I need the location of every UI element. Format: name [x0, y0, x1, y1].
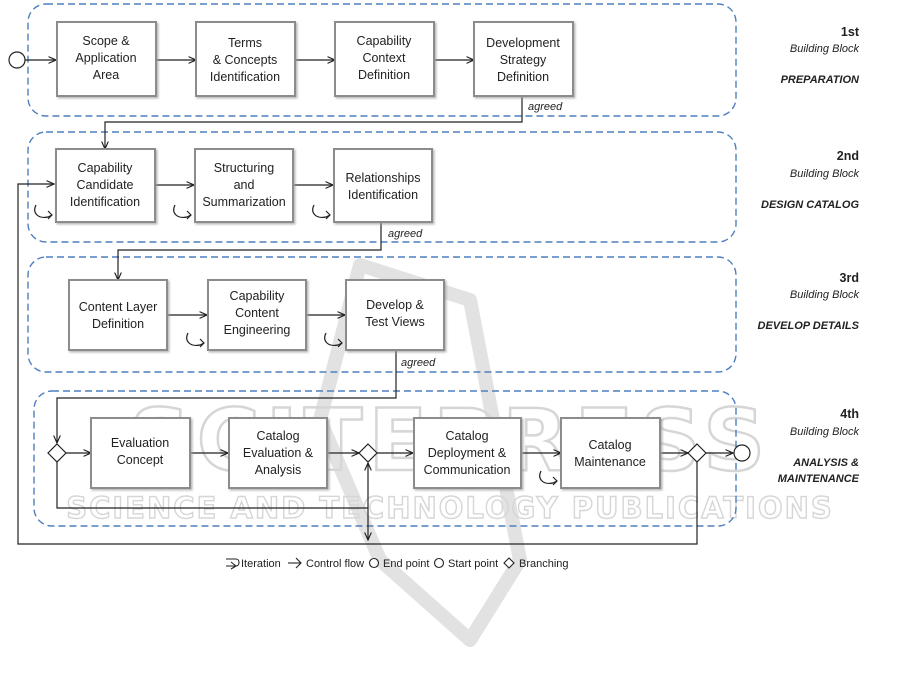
structuring-line-3: Summarization: [202, 195, 285, 209]
deployment-line-1: Catalog: [445, 429, 488, 443]
svg-text:Building Block: Building Block: [790, 426, 860, 438]
legend-branching-icon: [503, 557, 515, 569]
content-layer-line-2: Definition: [92, 317, 144, 331]
block-label-4: 4th Building Block ANALYSIS & MAINTENANC…: [778, 407, 860, 485]
terms-line-3: Identification: [210, 70, 280, 84]
box-test-views: [345, 279, 445, 351]
iteration-icon: [539, 470, 558, 486]
candidate-line-3: Identification: [70, 195, 140, 209]
connectors: [17, 60, 733, 545]
block-label-1: 1st Building Block PREPARATION: [781, 25, 860, 86]
branching-diamond-icon: [687, 443, 707, 463]
candidate-line-2: Candidate: [77, 178, 134, 192]
context-line-2: Context: [362, 51, 406, 65]
branching-diamond-icon: [47, 443, 67, 463]
eval-concept-line-1: Evaluation: [111, 436, 169, 450]
svg-text:ANALYSIS &: ANALYSIS &: [792, 457, 859, 469]
svg-text:4th: 4th: [840, 407, 859, 421]
test-views-line-2: Test Views: [365, 315, 425, 329]
box-terms: [195, 21, 296, 97]
box-content-layer: [68, 279, 168, 351]
svg-text:Building Block: Building Block: [790, 43, 860, 55]
iteration-icon: [324, 332, 343, 348]
eval-analysis-line-1: Catalog: [256, 429, 299, 443]
box-eval-analysis: [228, 417, 328, 489]
iteration-icon: [186, 332, 205, 348]
strategy-line-3: Definition: [497, 70, 549, 84]
scope-line-2: Application: [75, 51, 136, 65]
legend-start-point-label: Start point: [448, 558, 498, 570]
legend-end-point-label: End point: [383, 558, 429, 570]
box-scope: [56, 21, 157, 97]
svg-text:DESIGN CATALOG: DESIGN CATALOG: [761, 199, 859, 211]
legend-iteration-icon: [226, 558, 240, 570]
svg-text:2nd: 2nd: [837, 149, 859, 163]
agreed-label-1: agreed: [528, 101, 563, 113]
block-label-2: 2nd Building Block DESIGN CATALOG: [761, 149, 859, 211]
iteration-icon: [312, 204, 331, 220]
terms-line-2: & Concepts: [213, 53, 278, 67]
legend-control-flow-icon: [288, 557, 302, 569]
content-eng-line-1: Capability: [230, 289, 286, 303]
terms-line-1: Terms: [228, 36, 262, 50]
box-strategy: [473, 21, 574, 97]
svg-text:Building Block: Building Block: [790, 289, 860, 301]
iteration-icon: [34, 204, 53, 220]
relationships-line-1: Relationships: [345, 171, 420, 185]
box-relationships: [333, 148, 433, 223]
box-structuring: [194, 148, 294, 223]
legend-start-point-icon: [433, 557, 445, 569]
deployment-line-3: Communication: [424, 463, 511, 477]
iteration-icon: [173, 204, 192, 220]
eval-analysis-line-2: Evaluation &: [243, 446, 314, 460]
box-deployment: [413, 417, 522, 489]
maintenance-line-2: Maintenance: [574, 455, 646, 469]
svg-text:MAINTENANCE: MAINTENANCE: [778, 473, 860, 485]
box-eval-concept: [90, 417, 191, 489]
building-block-3: [27, 256, 737, 373]
svg-text:DEVELOP DETAILS: DEVELOP DETAILS: [758, 320, 860, 332]
agreed-label-3: agreed: [401, 357, 436, 369]
strategy-line-1: Development: [486, 36, 560, 50]
box-maintenance: [560, 417, 661, 489]
candidate-line-1: Capability: [78, 161, 134, 175]
agreed-label-2: agreed: [388, 228, 423, 240]
content-layer-line-1: Content Layer: [79, 300, 158, 314]
legend-control-flow-label: Control flow: [306, 558, 364, 570]
box-candidate: [55, 148, 156, 223]
content-eng-line-2: Content: [235, 306, 279, 320]
process-boxes: [55, 21, 661, 489]
scope-line-3: Area: [93, 68, 119, 82]
context-line-1: Capability: [357, 34, 413, 48]
structuring-line-2: and: [234, 178, 255, 192]
strategy-line-2: Strategy: [500, 53, 547, 67]
box-context: [334, 21, 435, 97]
eval-analysis-line-3: Analysis: [255, 463, 302, 477]
context-line-3: Definition: [358, 68, 410, 82]
test-views-line-1: Develop &: [366, 298, 424, 312]
legend-branching-label: Branching: [519, 558, 569, 570]
branching-diamond-icon: [358, 443, 378, 463]
deployment-line-2: Deployment &: [428, 446, 507, 460]
svg-text:1st: 1st: [841, 25, 860, 39]
svg-text:3rd: 3rd: [840, 271, 859, 285]
legend-end-point-icon: [368, 557, 380, 569]
start-point-icon: [8, 51, 26, 69]
block-label-3: 3rd Building Block DEVELOP DETAILS: [758, 271, 860, 332]
end-point-icon: [733, 444, 751, 462]
maintenance-line-1: Catalog: [588, 438, 631, 452]
content-eng-line-3: Engineering: [224, 323, 291, 337]
svg-text:Building Block: Building Block: [790, 168, 860, 180]
eval-concept-line-2: Concept: [117, 453, 164, 467]
box-content-eng: [207, 279, 307, 351]
legend-iteration-label: Iteration: [241, 558, 281, 570]
relationships-line-2: Identification: [348, 188, 418, 202]
legend: Iteration Control flow End point Start p…: [226, 557, 569, 570]
scope-line-1: Scope &: [82, 34, 130, 48]
building-block-2: [27, 131, 737, 243]
structuring-line-1: Structuring: [214, 161, 274, 175]
svg-text:PREPARATION: PREPARATION: [781, 74, 860, 86]
